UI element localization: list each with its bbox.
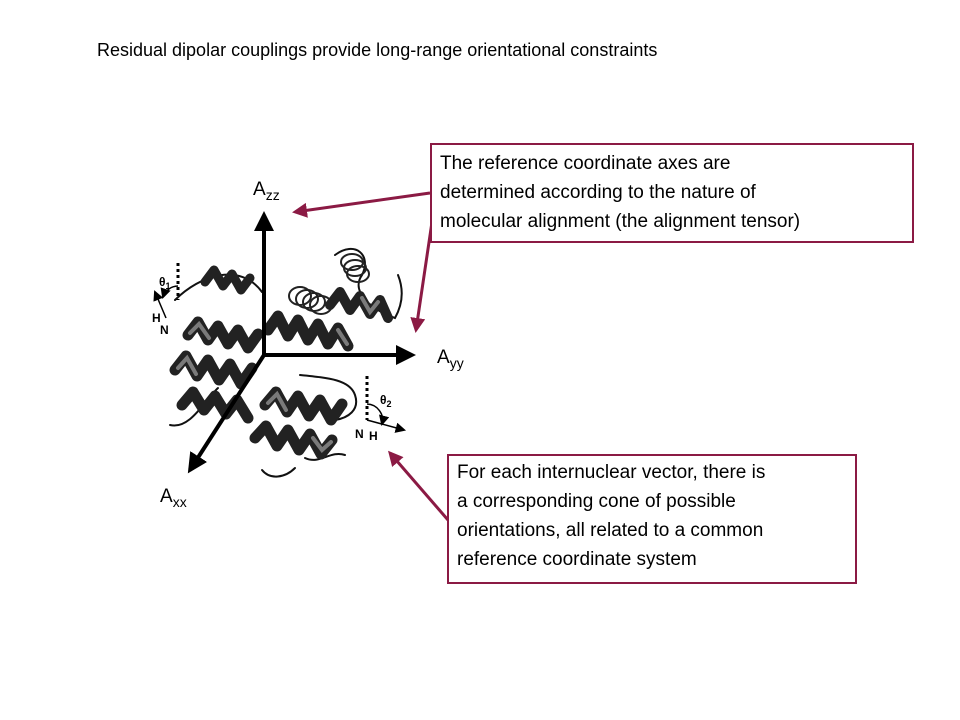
nh-vector-2: θ2 N H [355, 376, 407, 443]
svg-text:Azz: Azz [253, 179, 280, 203]
helix-end-on-2 [340, 253, 370, 283]
helix-2 [169, 350, 258, 390]
slide-title: Residual dipolar couplings provide long-… [97, 40, 658, 60]
svg-text:θ1: θ1 [159, 275, 171, 291]
svg-text:Axx: Axx [160, 486, 187, 510]
callout-line: For each internuclear vector, there is [457, 462, 766, 483]
svg-text:Ayy: Ayy [437, 347, 464, 371]
axis-xx: Axx [160, 353, 266, 510]
helix-5 [249, 420, 338, 460]
helix-7 [325, 287, 393, 323]
nh-vector-1: θ1 H N [152, 263, 180, 337]
helix-8 [200, 265, 255, 295]
svg-text:N: N [160, 323, 169, 337]
helix-4 [259, 386, 348, 426]
svg-text:H: H [369, 429, 378, 443]
callout-line: reference coordinate system [457, 549, 697, 570]
svg-text:H: H [152, 311, 161, 325]
callout-line: a corresponding cone of possible [457, 491, 736, 512]
protein-ribbon [169, 248, 403, 478]
helix-end-on-1 [288, 286, 333, 315]
svg-text:θ2: θ2 [380, 393, 392, 409]
callout-orientation-cone: For each internuclear vector, there is a… [447, 454, 857, 584]
axis-zz: Azz [253, 179, 280, 355]
callout-line: orientations, all related to a common [457, 520, 764, 541]
callout-alignment-tensor: The reference coordinate axes are determ… [430, 143, 914, 243]
callout-line: molecular alignment (the alignment tenso… [440, 211, 801, 232]
callout-line: The reference coordinate axes are [440, 153, 731, 174]
helix-1 [182, 316, 264, 354]
svg-text:N: N [355, 427, 364, 441]
axis-yy: Ayy [264, 345, 464, 371]
helix-6 [262, 310, 354, 352]
callout-line: determined according to the nature of [440, 182, 756, 203]
